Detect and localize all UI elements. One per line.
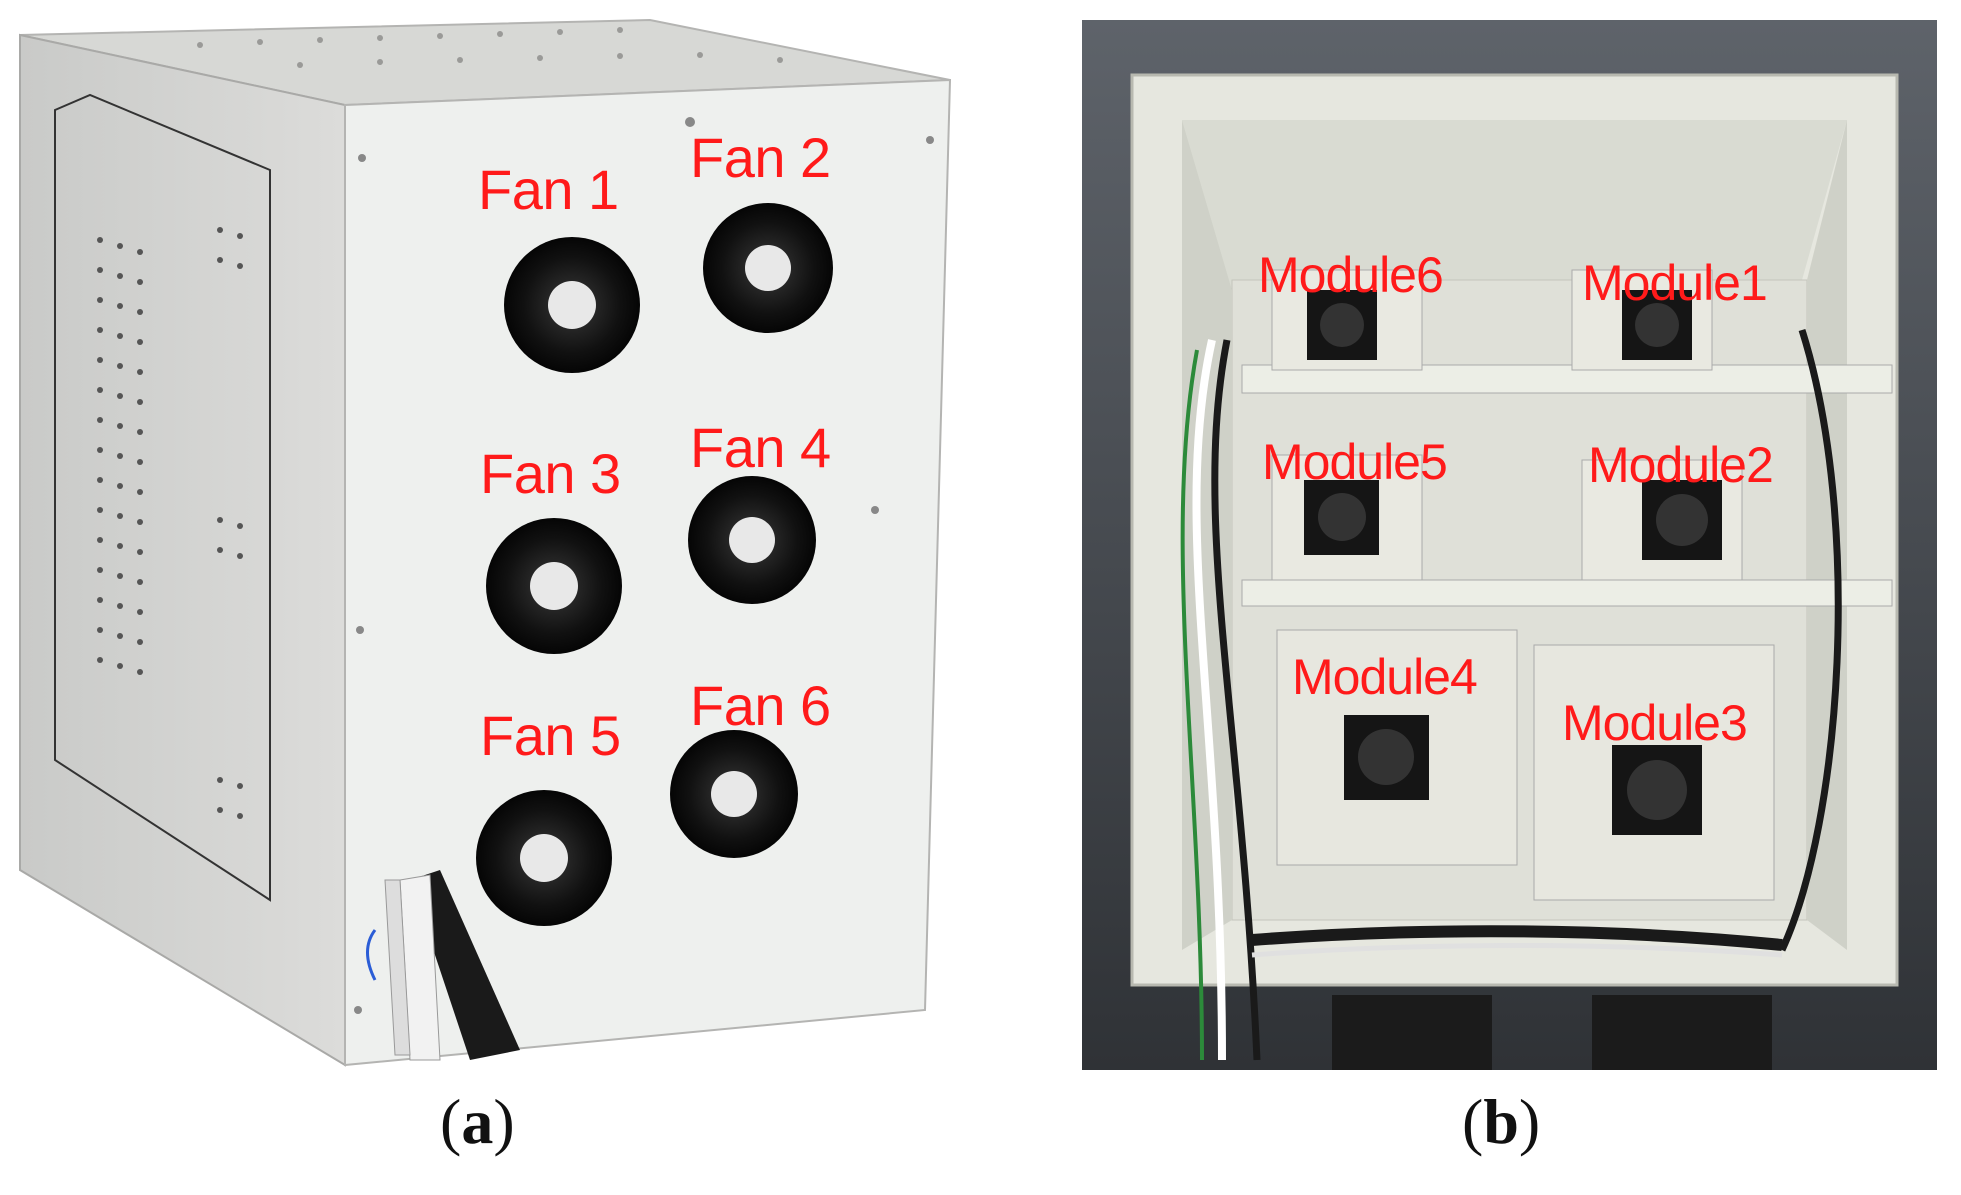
fan-3-label: Fan 3 [480, 442, 621, 505]
fan-6-icon [670, 730, 798, 858]
fan-4-icon [688, 476, 816, 604]
module-5-box-icon [1271, 454, 1423, 581]
panel-b-caption: (b) [1462, 1086, 1541, 1157]
module-3-label: Module3 [1562, 695, 1748, 751]
module-5-label: Module5 [1262, 434, 1448, 490]
fan-1-label: Fan 1 [478, 158, 619, 221]
fan-2-label: Fan 2 [690, 126, 831, 189]
cable-bundle-icon [366, 870, 520, 1061]
module-6-box-icon [1271, 269, 1423, 371]
panel-a-photo [0, 0, 1000, 1100]
fan-5-label: Fan 5 [480, 704, 621, 767]
module-2-box-icon [1581, 459, 1743, 581]
fan-5-icon [476, 790, 612, 926]
module-2-label: Module2 [1588, 437, 1774, 493]
cabinet-interior-illustration [1082, 20, 1937, 1070]
panel-b-photo [1082, 20, 1937, 1070]
fan-3-icon [486, 518, 622, 654]
module-3-box-icon [1533, 644, 1775, 901]
module-1-label: Module1 [1582, 255, 1768, 311]
enclosure-illustration [19, 18, 952, 1067]
panel-a-caption: (a) [440, 1086, 515, 1157]
bottom-fan-left-icon [1332, 995, 1492, 1070]
bottom-fan-right-icon [1592, 995, 1772, 1070]
fan-6-label: Fan 6 [690, 674, 831, 737]
module-4-label: Module4 [1292, 649, 1478, 705]
fan-4-label: Fan 4 [690, 416, 831, 479]
module-1-box-icon [1571, 269, 1713, 371]
module-6-label: Module6 [1258, 247, 1444, 303]
fan-1-icon [504, 237, 640, 373]
fan-2-icon [703, 203, 833, 333]
module-4-box-icon [1276, 629, 1518, 866]
